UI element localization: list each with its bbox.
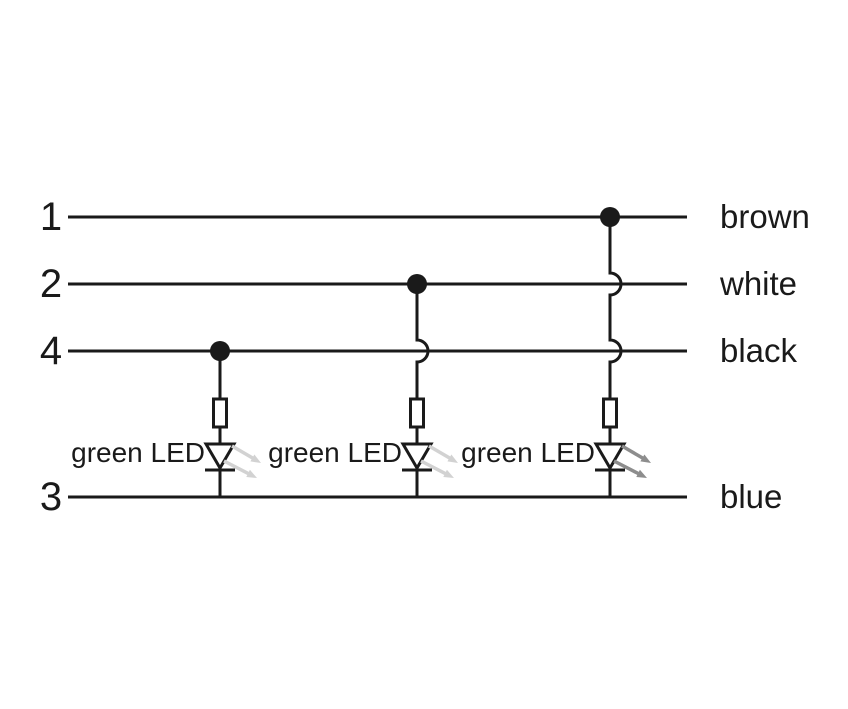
ray-arrowhead bbox=[447, 454, 458, 463]
ray-line bbox=[420, 459, 447, 476]
ray-arrowhead bbox=[443, 469, 454, 478]
junction-dot bbox=[210, 341, 230, 361]
led-diode-symbol bbox=[400, 442, 434, 471]
led-label: green LED bbox=[461, 437, 595, 468]
color-label-brown: brown bbox=[720, 198, 810, 235]
led-branch-pin2: green LED bbox=[268, 274, 458, 497]
ray-line bbox=[223, 459, 250, 476]
led-diode-symbol bbox=[203, 442, 237, 471]
led-light-rays bbox=[223, 444, 261, 478]
led-light-rays bbox=[613, 444, 651, 478]
color-label-white: white bbox=[719, 265, 797, 302]
pin-label-1: 1 bbox=[40, 195, 62, 239]
resistor-symbol bbox=[409, 397, 425, 429]
resistor-symbol bbox=[602, 397, 618, 429]
ray-arrowhead bbox=[246, 469, 257, 478]
resistor-symbol bbox=[212, 397, 228, 429]
color-label-blue: blue bbox=[720, 478, 782, 515]
pin-label-3: 3 bbox=[40, 475, 62, 519]
led-light-rays bbox=[420, 444, 458, 478]
junction-dot bbox=[407, 274, 427, 294]
ray-line bbox=[428, 444, 451, 460]
led-branch-pin1: green LED bbox=[461, 207, 651, 497]
branch-wire-with-hops bbox=[608, 217, 623, 497]
ray-arrowhead bbox=[636, 469, 647, 478]
led-diode-symbol bbox=[593, 442, 627, 471]
ray-line bbox=[231, 444, 254, 460]
led-label: green LED bbox=[71, 437, 205, 468]
ray-line bbox=[621, 444, 644, 460]
color-label-black: black bbox=[720, 332, 798, 369]
pin-label-2: 2 bbox=[40, 262, 62, 306]
branch-wire-with-hop bbox=[415, 284, 430, 497]
junction-dot bbox=[600, 207, 620, 227]
ray-line bbox=[613, 459, 640, 476]
ray-arrowhead bbox=[250, 454, 261, 463]
ray-arrowhead bbox=[640, 454, 651, 463]
led-branch-pin4: green LED bbox=[71, 341, 261, 497]
led-label: green LED bbox=[268, 437, 402, 468]
pin-label-4: 4 bbox=[40, 329, 62, 373]
